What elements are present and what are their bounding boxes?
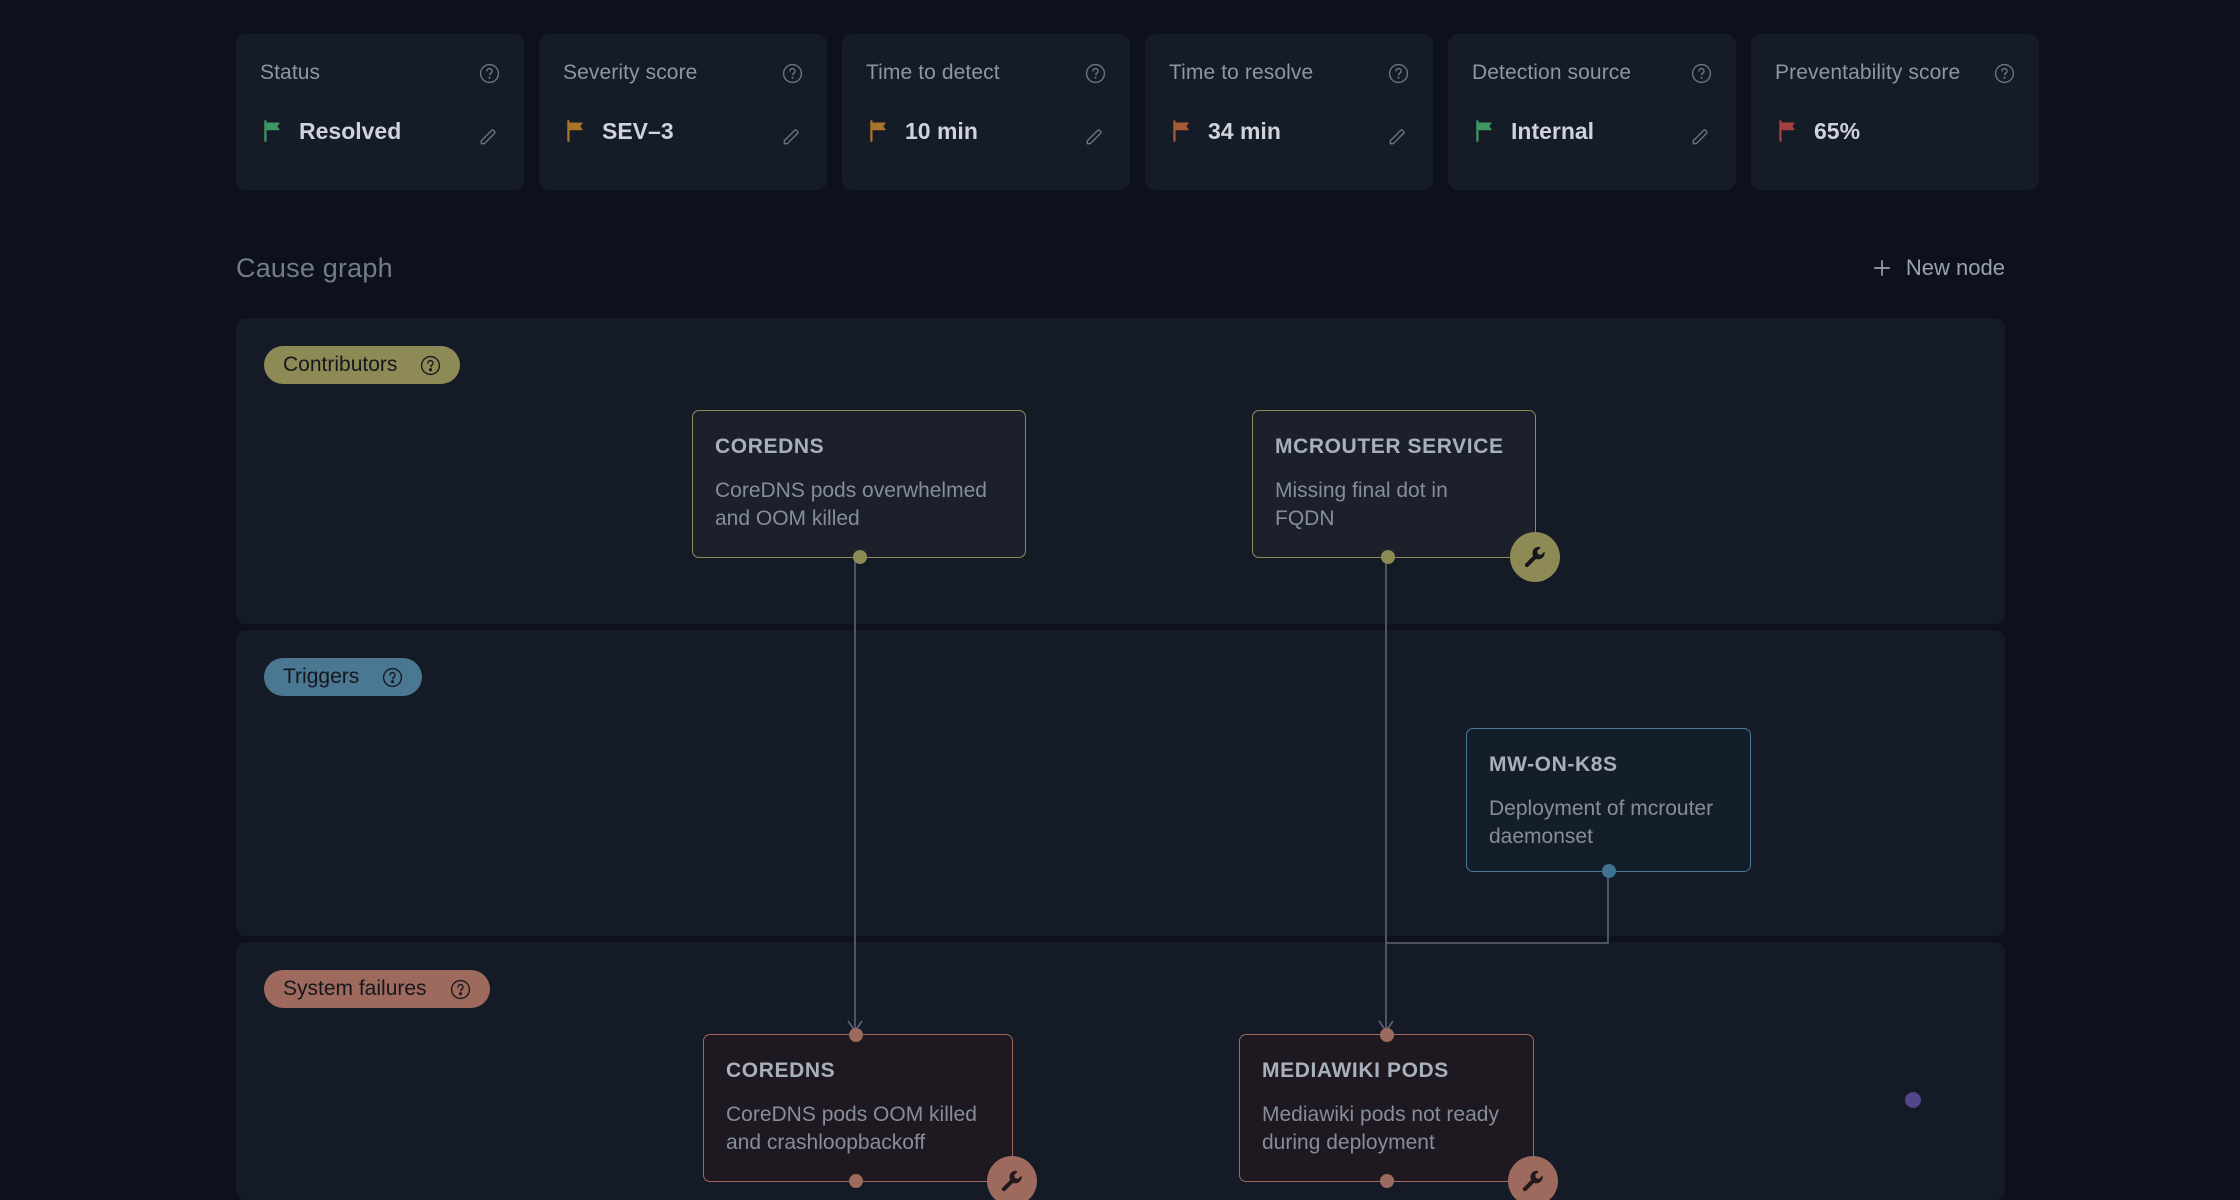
plus-icon	[1871, 257, 1893, 279]
help-circle-icon[interactable]	[479, 63, 500, 84]
help-circle-icon[interactable]	[420, 355, 441, 376]
graph-node-mw-on-k8s[interactable]: MW-ON-K8S Deployment of mcrouter daemons…	[1466, 728, 1751, 878]
metric-card-preventability-score[interactable]: Preventability score 65%	[1751, 34, 2039, 190]
metric-card-status[interactable]: Status Resolved	[236, 34, 524, 190]
metric-header: Detection source	[1472, 60, 1712, 86]
edit-pencil-icon[interactable]	[1386, 125, 1409, 148]
metric-header: Time to detect	[866, 60, 1106, 86]
wrench-icon[interactable]	[987, 1156, 1037, 1200]
node-title: COREDNS	[715, 435, 825, 458]
graph-node-coredns-contributor[interactable]: COREDNS CoreDNS pods overwhelmed and OOM…	[692, 410, 1026, 564]
node-port-top[interactable]	[849, 1028, 863, 1042]
help-circle-icon[interactable]	[1994, 63, 2015, 84]
edge-layer	[847, 559, 1609, 1033]
flag-icon	[563, 118, 589, 144]
metric-value-row: 34 min	[1169, 114, 1409, 148]
graph-node-coredns-failure[interactable]: COREDNS CoreDNS pods OOM killed and cras…	[703, 1028, 1037, 1200]
help-circle-icon[interactable]	[1085, 63, 1106, 84]
node-description: CoreDNS pods OOM killed and crashloopbac…	[726, 1103, 977, 1155]
node-port-bottom[interactable]	[849, 1174, 863, 1188]
node-description: Missing final dot in FQDN	[1275, 479, 1448, 531]
help-circle-icon[interactable]	[782, 63, 803, 84]
band-label: Contributors	[283, 353, 398, 376]
help-circle-icon[interactable]	[1691, 63, 1712, 84]
node-title: MW-ON-K8S	[1489, 753, 1618, 776]
new-node-label: New node	[1905, 255, 2005, 280]
flag-icon	[1775, 118, 1801, 144]
band-label: Triggers	[283, 665, 360, 688]
edit-pencil-icon[interactable]	[1083, 125, 1106, 148]
flag-icon	[866, 118, 892, 144]
node-title: MCROUTER SERVICE	[1275, 435, 1504, 458]
help-circle-icon[interactable]	[450, 979, 471, 1000]
node-title: COREDNS	[726, 1059, 836, 1082]
metric-label: Detection source	[1472, 61, 1632, 84]
metric-value: 65%	[1814, 117, 1861, 144]
metric-value: SEV–3	[602, 117, 674, 144]
flag-icon	[1472, 118, 1498, 144]
band-label: System failures	[283, 977, 427, 1000]
metric-value-row: 10 min	[866, 114, 1106, 148]
help-circle-icon[interactable]	[382, 667, 403, 688]
metric-card-time-to-detect[interactable]: Time to detect 10 min	[842, 34, 1130, 190]
band-badge-contributors[interactable]: Contributors	[264, 346, 461, 384]
node-description: CoreDNS pods overwhelmed and OOM killed	[715, 479, 987, 531]
node-port-top[interactable]	[1380, 1028, 1394, 1042]
metric-label: Severity score	[563, 61, 698, 84]
metric-header: Status	[260, 60, 500, 86]
band-badge-triggers[interactable]: Triggers	[264, 658, 423, 696]
edit-pencil-icon[interactable]	[477, 125, 500, 148]
metric-card-detection-source[interactable]: Detection source Internal	[1448, 34, 1736, 190]
page-title: Cause graph	[236, 252, 393, 283]
new-node-button[interactable]: New node	[1871, 255, 2005, 281]
metric-value-row: Resolved	[260, 114, 500, 148]
edit-pencil-icon[interactable]	[1689, 125, 1712, 148]
metric-label: Preventability score	[1775, 61, 1961, 84]
flag-icon	[1169, 118, 1195, 144]
band-badge-system-failures[interactable]: System failures	[264, 970, 490, 1008]
flag-icon	[260, 118, 286, 144]
node-description: Mediawiki pods not ready during deployme…	[1262, 1103, 1499, 1155]
metric-label: Status	[260, 61, 321, 84]
metric-value-row: 65%	[1775, 114, 2015, 148]
metric-value: 10 min	[905, 117, 978, 144]
metric-card-severity-score[interactable]: Severity score SEV–3	[539, 34, 827, 190]
metric-value: 34 min	[1208, 117, 1281, 144]
band-system-failures	[236, 942, 2005, 1200]
metric-label: Time to resolve	[1169, 61, 1314, 84]
cause-graph-canvas[interactable]: Contributors Triggers System failures CO…	[236, 318, 2005, 1200]
node-title: MEDIAWIKI PODS	[1262, 1059, 1449, 1082]
metric-header: Preventability score	[1775, 60, 2015, 86]
cause-graph-header: Cause graph New node	[236, 248, 2005, 288]
metric-card-row: Status Resolved Severity score	[236, 34, 2039, 190]
metric-value-row: SEV–3	[563, 114, 803, 148]
node-port-bottom[interactable]	[1380, 1174, 1394, 1188]
metric-header: Time to resolve	[1169, 60, 1409, 86]
help-circle-icon[interactable]	[1388, 63, 1409, 84]
minimap-dot	[1905, 1092, 1921, 1108]
band-contributors	[236, 318, 2005, 624]
metric-card-time-to-resolve[interactable]: Time to resolve 34 min	[1145, 34, 1433, 190]
node-port-bottom[interactable]	[853, 550, 867, 564]
metric-label: Time to detect	[866, 61, 1000, 84]
wrench-icon[interactable]	[1510, 532, 1560, 582]
graph-node-mediawiki-pods[interactable]: MEDIAWIKI PODS Mediawiki pods not ready …	[1239, 1028, 1558, 1200]
node-port-bottom[interactable]	[1602, 864, 1616, 878]
metric-value-row: Internal	[1472, 114, 1712, 148]
wrench-icon[interactable]	[1508, 1156, 1558, 1200]
edit-pencil-icon[interactable]	[780, 125, 803, 148]
graph-node-mcrouter-service[interactable]: MCROUTER SERVICE Missing final dot in FQ…	[1252, 410, 1560, 582]
node-port-bottom[interactable]	[1381, 550, 1395, 564]
metric-header: Severity score	[563, 60, 803, 86]
metric-value: Resolved	[299, 117, 402, 144]
node-description: Deployment of mcrouter daemonset	[1489, 797, 1714, 849]
metric-value: Internal	[1511, 117, 1595, 144]
